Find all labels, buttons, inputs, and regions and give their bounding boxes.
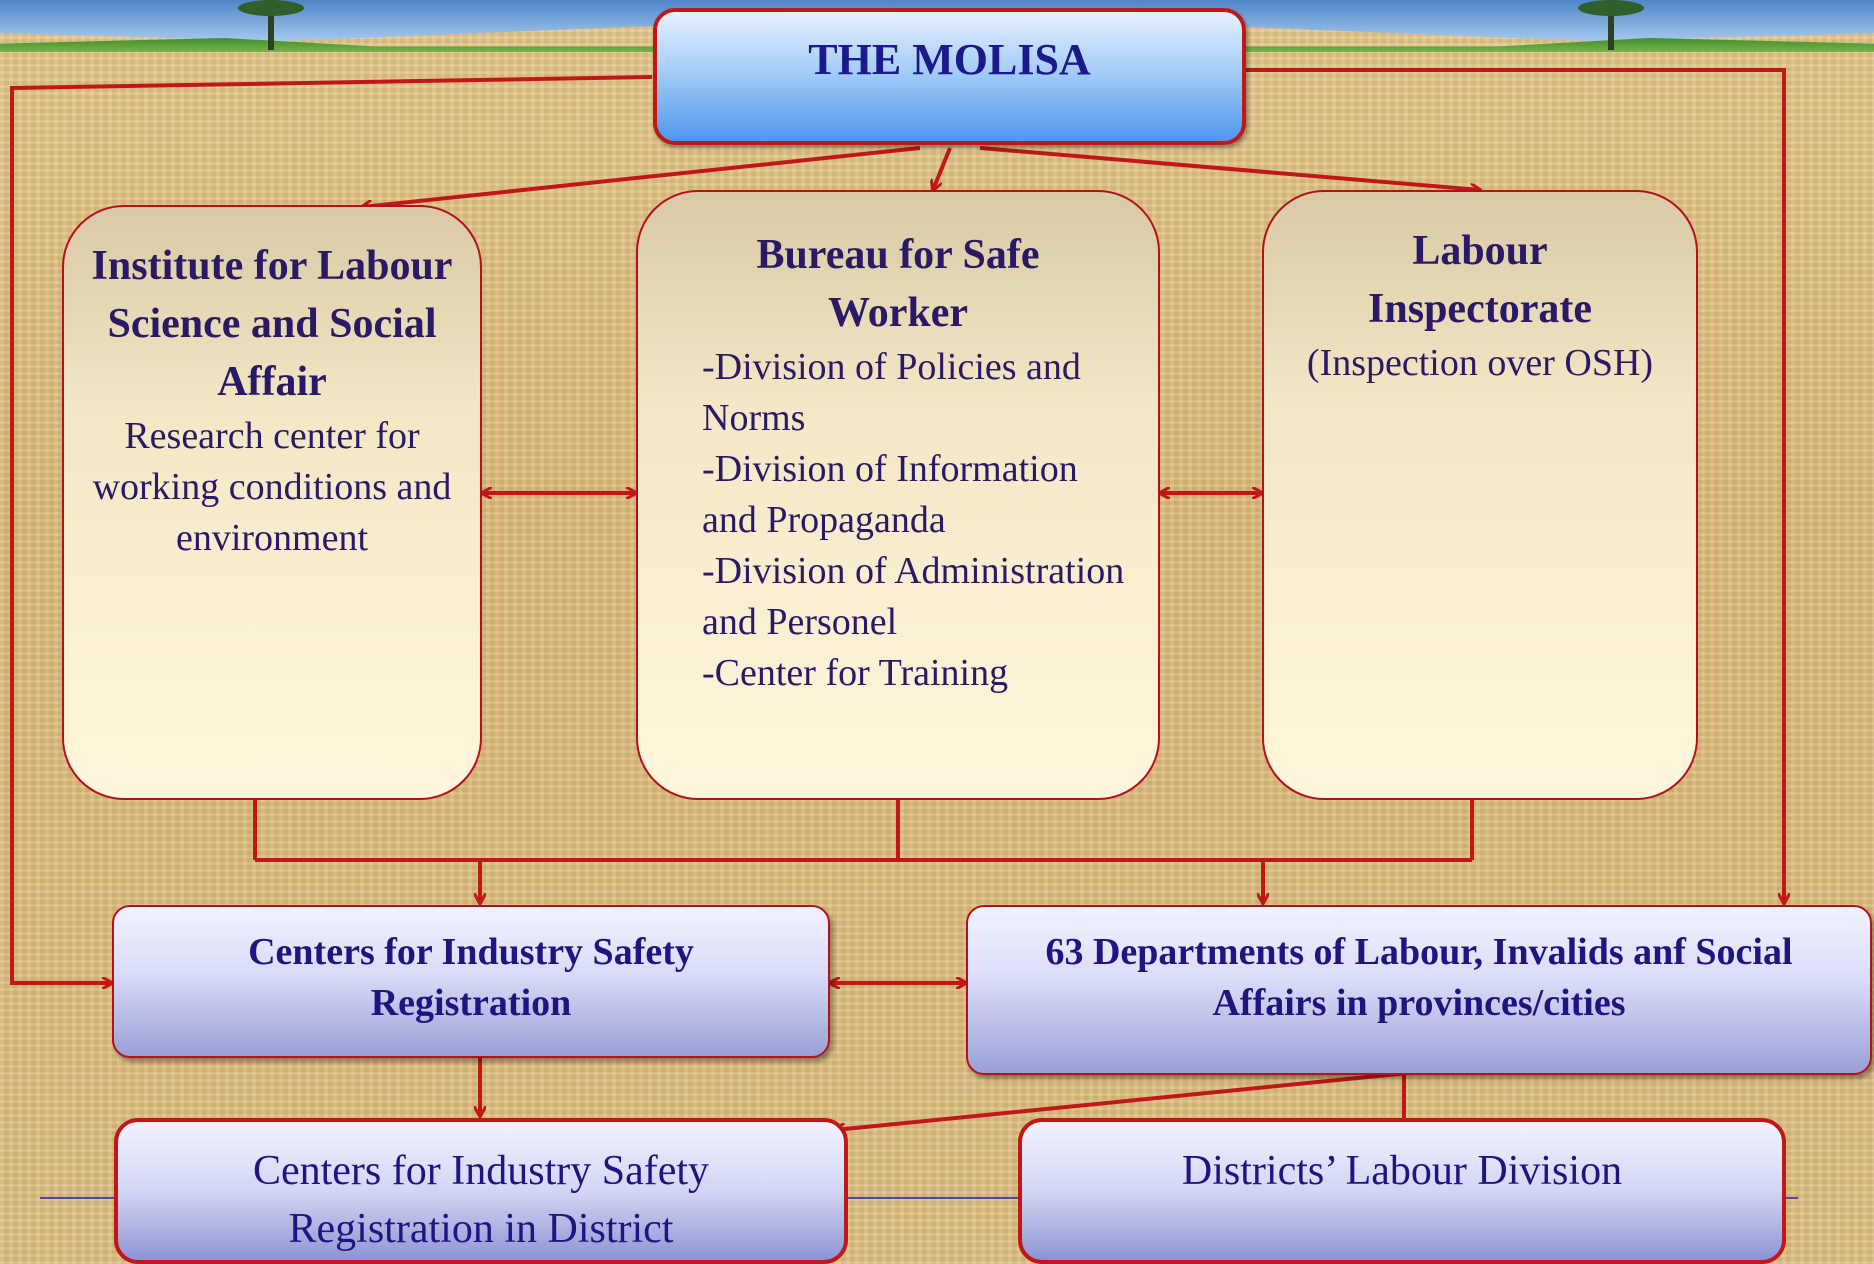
inspectorate-heading: Labour Inspectorate — [1368, 228, 1592, 332]
bureau-box: Bureau for Safe Worker -Division of Poli… — [636, 190, 1160, 800]
district-labour-title: Districts’ Labour Division — [1181, 1148, 1623, 1194]
bureau-division-item: -Division of Policies and Norms — [702, 346, 1081, 439]
bureau-division-item: -Division of Information and Propaganda — [702, 448, 1078, 541]
institute-box: Institute for Labour Science and Social … — [62, 205, 482, 800]
centers-title: Centers for Industry Safety Registration — [248, 931, 694, 1024]
palm-tree-right-icon — [1578, 0, 1644, 50]
district-centers-box: Centers for Industry Safety Registration… — [114, 1118, 848, 1264]
district-centers-title: Centers for Industry Safety Registration… — [252, 1148, 710, 1252]
bureau-division-list: -Division of Policies and Norms -Divisio… — [658, 342, 1138, 699]
departments-box: 63 Departments of Labour, Invalids anf S… — [966, 905, 1872, 1075]
departments-title: 63 Departments of Labour, Invalids anf S… — [1045, 931, 1793, 1024]
institute-subtext: Research center for working conditions a… — [92, 415, 452, 559]
inspectorate-subtext: (Inspection over OSH) — [1306, 342, 1654, 384]
bureau-heading: Bureau for Safe Worker — [756, 232, 1040, 336]
molisa-title: THE MOLISA — [808, 35, 1091, 84]
bureau-division-item: -Center for Training — [702, 652, 1009, 694]
institute-heading: Institute for Labour Science and Social … — [91, 243, 453, 405]
molisa-box: THE MOLISA — [653, 8, 1246, 145]
inspectorate-box: Labour Inspectorate (Inspection over OSH… — [1262, 190, 1698, 800]
palm-tree-left-icon — [238, 0, 304, 50]
district-labour-box: Districts’ Labour Division — [1018, 1118, 1786, 1264]
bureau-division-item: -Division of Administration and Personel — [702, 550, 1125, 643]
centers-box: Centers for Industry Safety Registration — [112, 905, 830, 1058]
